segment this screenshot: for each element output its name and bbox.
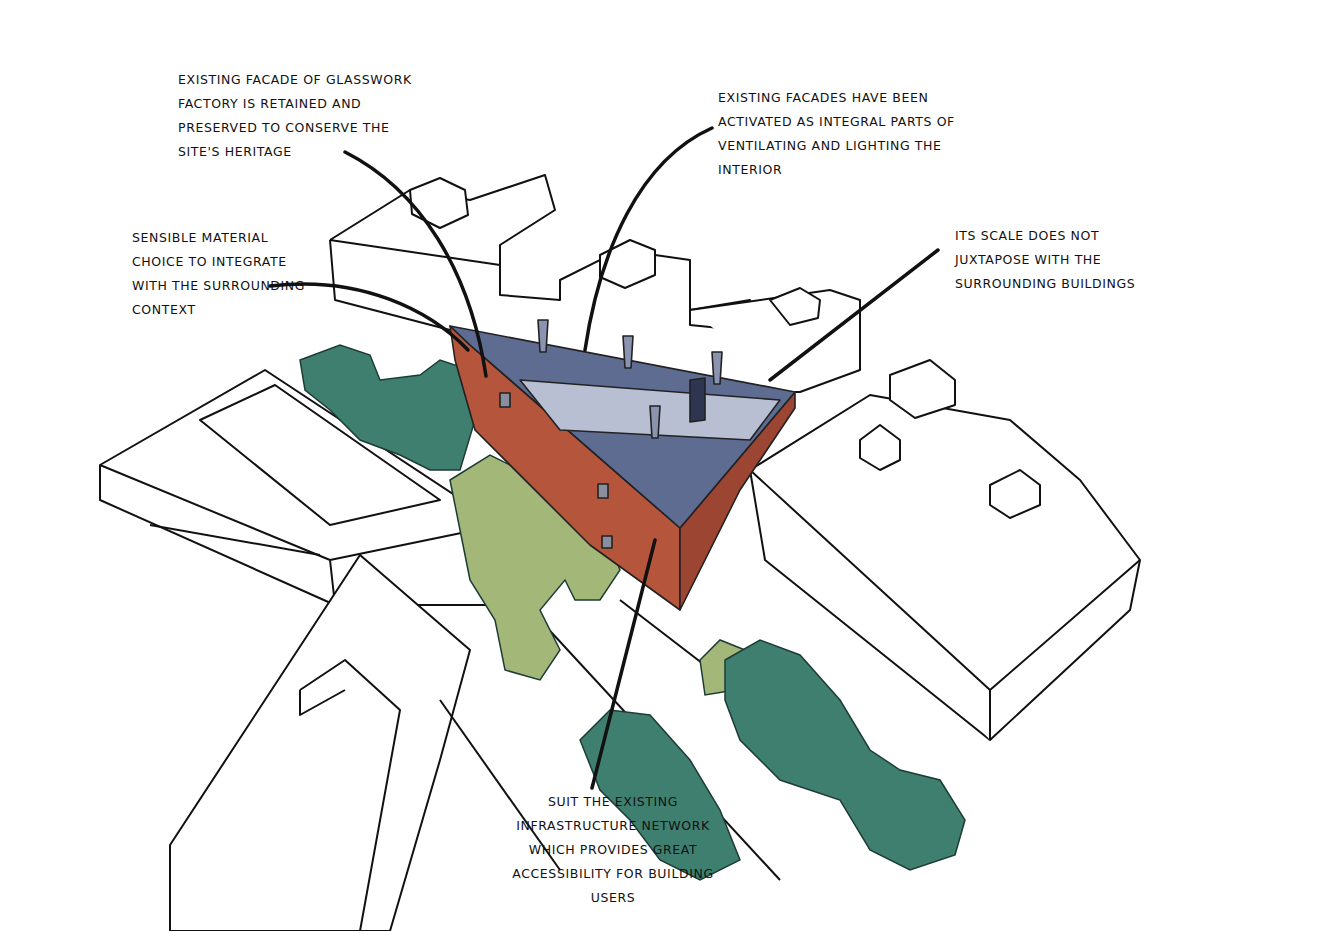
annotation-text: SENSIBLE MATERIAL CHOICE TO INTEGRATE WI… (132, 226, 322, 322)
annotation-text: EXISTING FACADE OF GLASSWORK FACTORY IS … (178, 68, 428, 164)
roof-light-strip (520, 380, 780, 440)
annotation-text: ITS SCALE DOES NOT JUXTAPOSE WITH THE SU… (955, 224, 1170, 296)
tree-canopy (300, 345, 475, 470)
chimney (623, 336, 633, 368)
annotation-block: SUIT THE EXISTING INFRASTRUCTURE NETWORK… (508, 790, 718, 910)
annotation-text: SUIT THE EXISTING INFRASTRUCTURE NETWORK… (508, 790, 718, 910)
leader-line (770, 250, 938, 380)
roof (450, 326, 795, 528)
rooftop-unit (770, 288, 820, 325)
window (602, 536, 612, 548)
tree-canopy (725, 640, 965, 870)
roof-lantern (690, 378, 705, 422)
rooftop-unit (990, 470, 1040, 518)
chimneys (538, 320, 722, 438)
leader-line (592, 540, 655, 788)
annotation-block: SENSIBLE MATERIAL CHOICE TO INTEGRATE WI… (132, 226, 322, 322)
chimney (538, 320, 548, 352)
leader-lines (270, 128, 938, 788)
front-left-building (170, 555, 470, 931)
annotation-block: ITS SCALE DOES NOT JUXTAPOSE WITH THE SU… (955, 224, 1170, 296)
chimney (650, 406, 660, 438)
front-left-building-edges (300, 660, 400, 931)
annotation-text: EXISTING FACADES HAVE BEEN ACTIVATED AS … (718, 86, 970, 182)
annotation-block: EXISTING FACADE OF GLASSWORK FACTORY IS … (178, 68, 428, 164)
windows (500, 393, 612, 548)
annotation-block: EXISTING FACADES HAVE BEEN ACTIVATED AS … (718, 86, 970, 182)
leader-line (270, 284, 468, 350)
back-building (330, 175, 750, 330)
front-left-step (300, 690, 345, 715)
roads (440, 600, 780, 880)
leader-line (345, 152, 486, 376)
window (500, 393, 510, 407)
rooftop-unit (860, 425, 900, 470)
leader-line (585, 128, 712, 350)
left-building-slot (150, 525, 320, 555)
window (598, 484, 608, 498)
rooftop-unit (890, 360, 955, 418)
chimney (712, 352, 722, 384)
rooftop-unit (600, 240, 655, 288)
proposed-building (450, 320, 795, 610)
rooftop-unit (410, 178, 468, 228)
